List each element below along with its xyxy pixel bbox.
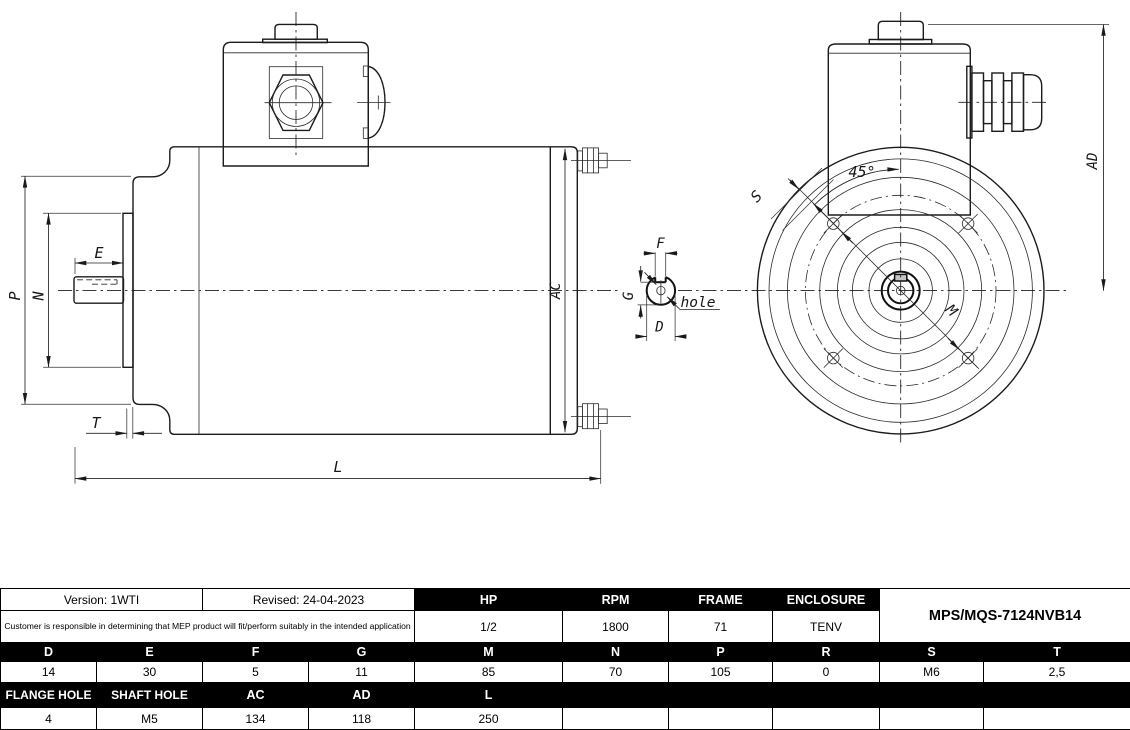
header-frame: FRAME [668,588,774,611]
dimensions [21,24,1109,484]
dim2-header-flange-hole: FLANGE HOLE [0,682,97,708]
front-box-cap [877,20,924,41]
dim-header-E: E [95,642,204,662]
rear-bolt-bottom [571,403,631,430]
version-cell: Version: 1WTI [0,588,204,611]
dim-value-R: 0 [772,661,881,683]
value-frame: 71 [668,610,774,643]
dim-value-M: 85 [414,661,564,683]
value-hp: 1/2 [414,610,564,643]
dim2-header-AD: AD [308,682,416,708]
dim2-header-L: L [414,682,564,708]
dim-value-P: 105 [668,661,774,683]
dim-header-D: D [0,642,97,662]
dim-label-T: T [91,414,101,432]
key-notch [893,273,908,282]
motor-body [132,146,578,435]
value-rpm: 1800 [562,610,670,643]
header-hp: HP [414,588,564,611]
dim-value-D: 14 [0,661,97,683]
model-number: MPS/MQS-7124NVB14 [879,588,1130,643]
dim-header-R: R [772,642,881,662]
angle-label: 45° [848,163,875,181]
terminal-box [222,41,369,167]
dim-label-AC: AC [548,282,564,300]
shaft [73,276,125,304]
box-cap [274,23,318,40]
dim-label-S: S [747,187,766,206]
dim-label-P: P [6,291,24,300]
dim2-value-L: 250 [414,707,564,730]
dim-value-S: M6 [879,661,985,683]
dim-value-F: 5 [202,661,310,683]
dim-label-AD: AD [1085,153,1101,171]
dim-header-P: P [668,642,774,662]
value-enclosure: TENV [772,610,881,643]
revised-cell: Revised: 24-04-2023 [202,588,416,611]
header-rpm: RPM [562,588,670,611]
dim-label-D: D [654,320,663,336]
dim2-empty-4 [879,707,985,730]
dim-label-F: F [656,236,665,252]
dim-value-G: 11 [308,661,416,683]
hex-gland [264,66,332,139]
dim2-header-shaft-hole: SHAFT HOLE [95,682,204,708]
dim2-empty-3 [772,707,881,730]
hole-label: hole [681,295,716,311]
dim-label-G: G [621,291,637,300]
dim2-header-empty [562,682,1130,708]
spec-table: Version: 1WTI Revised: 24-04-2023 HP RPM… [0,588,1130,730]
dim2-empty-5 [983,707,1130,730]
dim-header-M: M [414,642,564,662]
header-enclosure: ENCLOSURE [772,588,881,611]
front-view [756,12,1046,446]
dim-value-N: 70 [562,661,670,683]
dim-header-T: T [983,642,1130,662]
disclaimer: Customer is responsible in determining t… [0,610,416,643]
dim2-value-shaft-hole: M5 [95,707,204,730]
front-terminal-box [827,43,971,216]
side-gland-bump [357,65,391,140]
shaft-detail [635,251,720,341]
dim2-header-AC: AC [202,682,310,708]
dim-label-L: L [333,458,342,476]
dim-value-E: 30 [95,661,204,683]
dim-label-E: E [94,244,103,262]
dim2-empty-1 [562,707,670,730]
dim-label-M: M [941,300,962,321]
dim2-empty-2 [668,707,774,730]
dim-header-F: F [202,642,310,662]
dim-header-N: N [562,642,670,662]
dim2-value-flange-hole: 4 [0,707,97,730]
dim2-value-AD: 118 [308,707,416,730]
dim-label-N: N [30,291,48,302]
dim-header-G: G [308,642,416,662]
rear-bolt-top [571,147,631,174]
technical-drawing: P N E T L AC F G D hole 45° S M AD [6,12,1109,484]
side-view [73,12,631,435]
dim-header-S: S [879,642,985,662]
dim2-value-AC: 134 [202,707,310,730]
dim-value-T: 2,5 [983,661,1130,683]
